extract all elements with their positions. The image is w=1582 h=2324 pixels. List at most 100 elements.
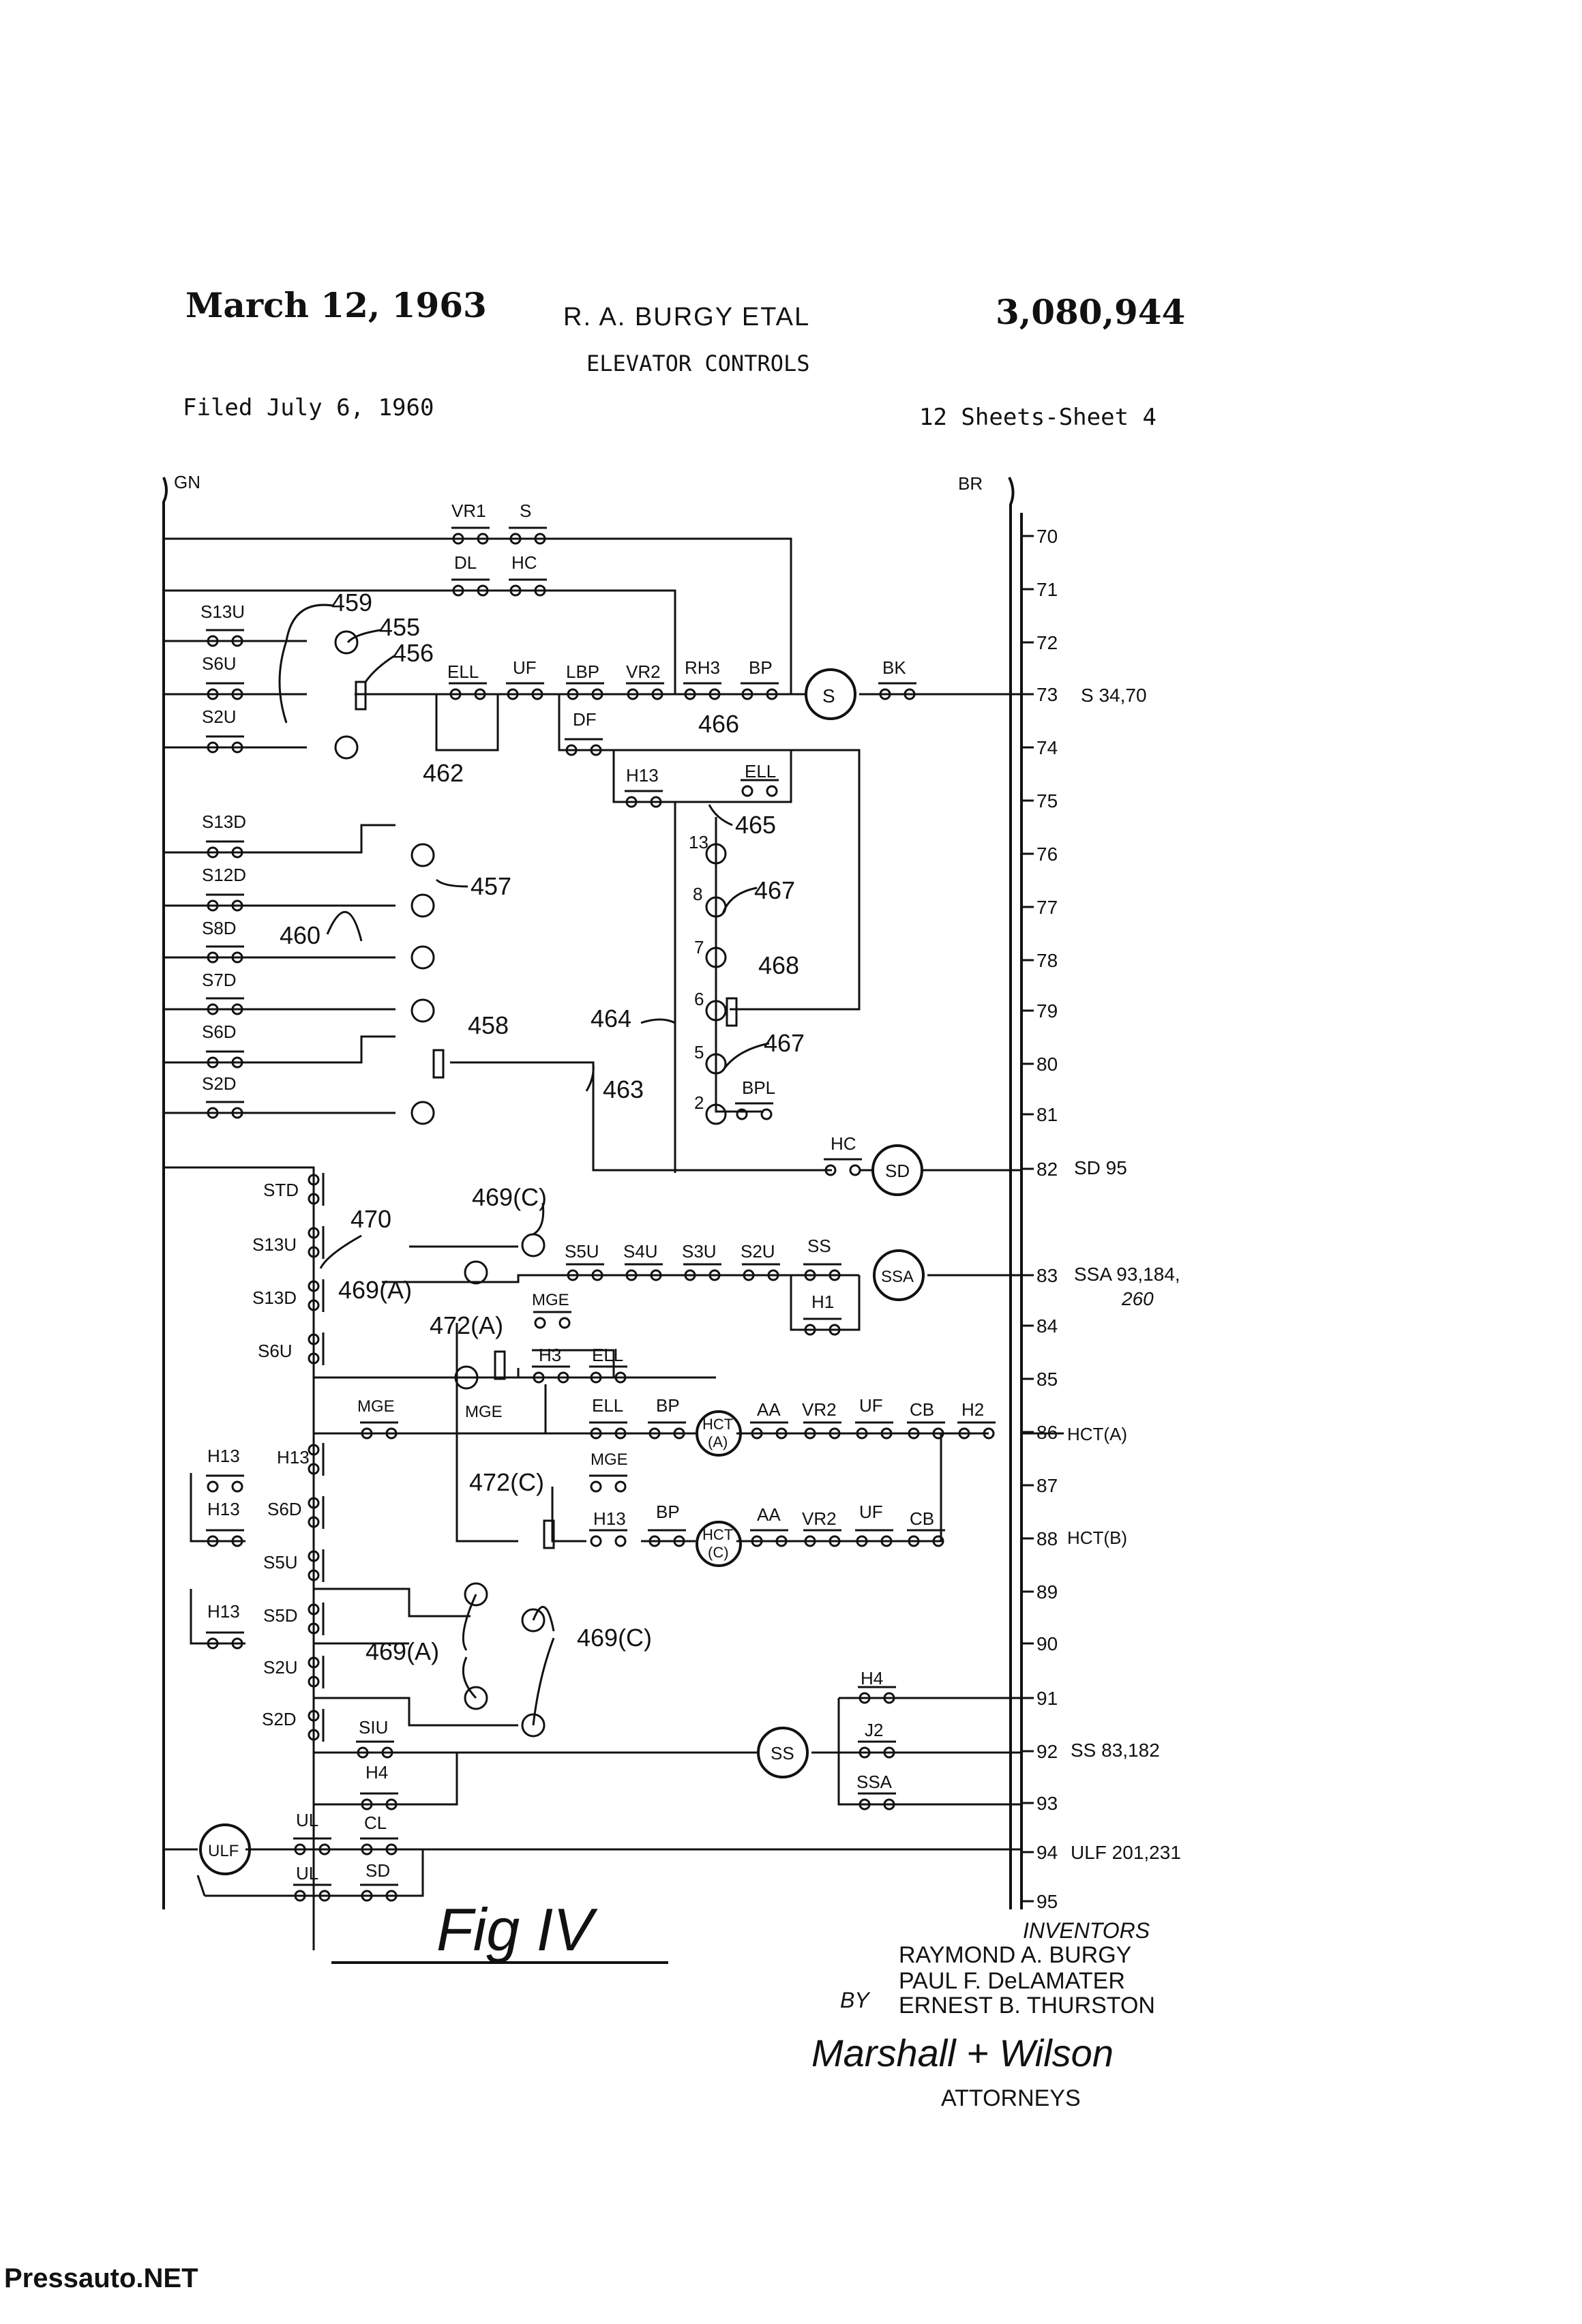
contact-terminal xyxy=(308,1550,320,1562)
label-bk: BK xyxy=(882,657,906,678)
contact-terminal xyxy=(533,1371,545,1384)
label-s4u: S4U xyxy=(623,1241,658,1262)
contact-terminal xyxy=(231,741,243,754)
contact-terminal xyxy=(308,1497,320,1509)
watermark: Pressauto.NET xyxy=(4,2263,198,2293)
contact-terminal xyxy=(829,1324,841,1336)
contact-terminal xyxy=(766,785,778,797)
contact-terminal xyxy=(775,1535,788,1547)
contact-terminal xyxy=(651,688,663,700)
coil-ss xyxy=(757,1727,809,1778)
ref-458: 458 xyxy=(468,1011,509,1039)
label-mge-4: MGE xyxy=(591,1450,628,1469)
ref-469c-top: 469(C) xyxy=(472,1183,547,1211)
contact-terminal xyxy=(859,1746,871,1759)
contact-terminal xyxy=(385,1798,398,1811)
contact-terminal xyxy=(741,785,753,797)
label-uf: UF xyxy=(513,657,537,678)
contact-terminal xyxy=(231,635,243,647)
inventor-1: RAYMOND A. BURGY xyxy=(899,1942,1131,1968)
contact-terminal xyxy=(741,688,753,700)
contact-terminal xyxy=(207,1637,219,1650)
contact-terminal xyxy=(625,796,638,808)
switch-numbers: 13 8 7 6 5 2 xyxy=(689,832,708,1113)
contact-terminal xyxy=(567,1269,579,1281)
sheet-count: 12 Sheets-Sheet 4 xyxy=(919,404,1156,431)
by-label: BY xyxy=(840,1988,871,2012)
contact-terminal xyxy=(650,796,662,808)
label-ell-4: ELL xyxy=(592,1395,623,1416)
contact-terminal xyxy=(361,1843,373,1856)
label-s6u-2: S6U xyxy=(258,1341,293,1361)
coil-hct-c-bottom: (C) xyxy=(708,1544,729,1561)
contact-terminal xyxy=(207,1056,219,1069)
label-ss: SS xyxy=(807,1236,831,1256)
contact-terminal xyxy=(804,1269,816,1281)
label-s13u: S13U xyxy=(200,601,245,622)
label-s3u: S3U xyxy=(682,1241,717,1262)
contact-terminal xyxy=(308,1463,320,1475)
label-ell: ELL xyxy=(447,661,479,682)
contact-terminal xyxy=(708,1269,721,1281)
label-siu: SIU xyxy=(359,1717,388,1738)
contact-terminal xyxy=(859,1798,871,1811)
contact-terminal xyxy=(308,1516,320,1528)
label-ssa: SSA xyxy=(856,1772,893,1792)
contact-terminal xyxy=(452,533,464,545)
contact-terminal xyxy=(673,1427,685,1440)
label-uf-2: UF xyxy=(859,1395,883,1416)
label-bpl: BPL xyxy=(742,1077,775,1098)
contacts xyxy=(206,526,996,1902)
line-number-91: 91 xyxy=(1036,1688,1058,1709)
contact-terminal xyxy=(804,1324,816,1336)
switch-5: 5 xyxy=(694,1042,704,1062)
contact-terminal xyxy=(231,1107,243,1119)
label-s2u: S2U xyxy=(202,706,237,727)
contact-labels: VR1 S DL HC S13U S6U S2U ELL UF LBP VR2 … xyxy=(200,501,984,1883)
label-bp-2: BP xyxy=(656,1395,680,1416)
ref-459: 459 xyxy=(331,589,372,616)
contact-terminal xyxy=(385,1890,398,1902)
contact-terminal xyxy=(829,1269,841,1281)
label-mge-1: MGE xyxy=(532,1291,569,1309)
contact-terminal xyxy=(849,1164,861,1176)
label-vr2-3: VR2 xyxy=(802,1508,837,1529)
contact-terminal xyxy=(534,584,546,597)
contact-terminal xyxy=(708,688,721,700)
coil-sd-label: SD xyxy=(885,1161,910,1181)
contact-terminal xyxy=(766,688,778,700)
ref-457: 457 xyxy=(471,872,511,900)
label-h4: H4 xyxy=(861,1668,883,1688)
line-number-73: 73 xyxy=(1036,684,1058,705)
label-s2d: S2D xyxy=(202,1073,237,1094)
coil-hct-c xyxy=(696,1521,742,1567)
contact-terminal xyxy=(474,688,486,700)
attorneys-label: ATTORNEYS xyxy=(941,2085,1081,2111)
label-s: S xyxy=(520,501,531,521)
label-sd: SD xyxy=(365,1860,390,1881)
contact-terminal xyxy=(507,688,519,700)
coil-sd xyxy=(871,1144,923,1196)
figure-title: Fig IV xyxy=(436,1896,598,1963)
ref-463: 463 xyxy=(603,1075,644,1103)
ref-line-83: SSA 93,184, xyxy=(1074,1264,1180,1285)
coil-hct-a-bottom: (A) xyxy=(708,1433,728,1450)
ref-line-92: SS 83,182 xyxy=(1071,1740,1160,1761)
ref-468: 468 xyxy=(758,951,799,979)
contact-terminal xyxy=(904,688,916,700)
contact-terminal xyxy=(883,1746,895,1759)
contact-terminal xyxy=(308,1280,320,1292)
ref-469a-top: 469(A) xyxy=(338,1276,412,1304)
label-s5u: S5U xyxy=(565,1241,599,1262)
label-aa-2: AA xyxy=(757,1504,781,1525)
contact-terminal xyxy=(231,1637,243,1650)
contact-terminal xyxy=(534,1317,546,1329)
line-number-77: 77 xyxy=(1036,897,1058,918)
contact-terminal xyxy=(983,1427,995,1440)
contact-terminal xyxy=(590,1535,602,1547)
label-s6u: S6U xyxy=(202,653,237,674)
contact-terminal xyxy=(804,1535,816,1547)
label-h13-d: H13 xyxy=(593,1508,626,1529)
